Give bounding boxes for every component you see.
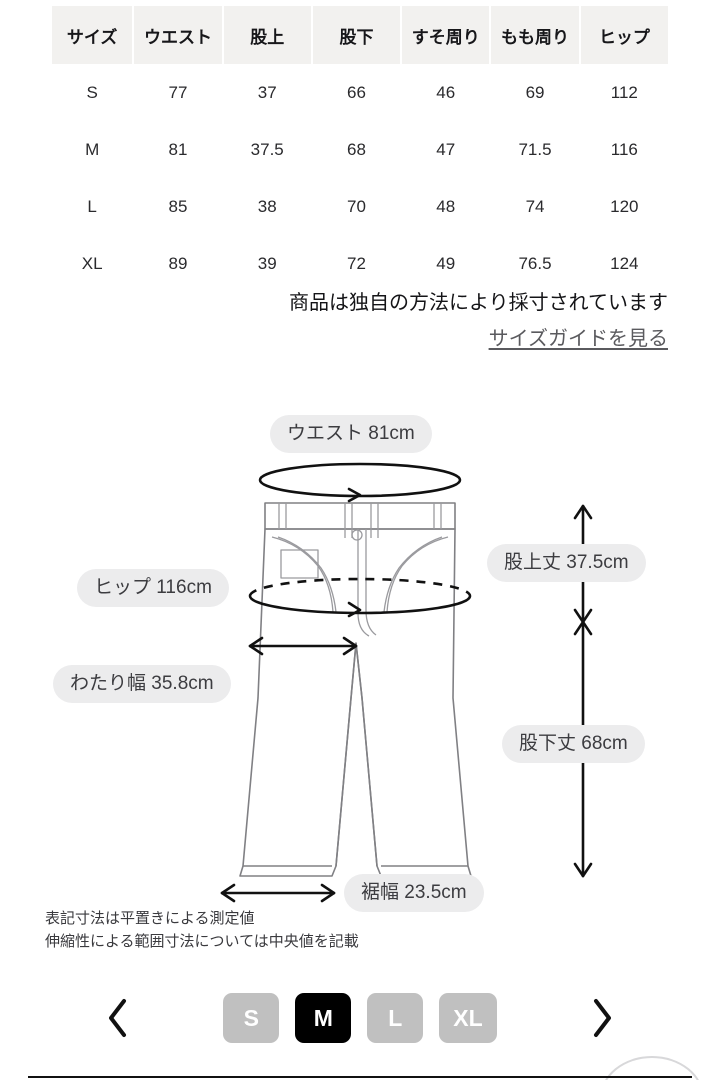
cell-inseam: 72: [312, 235, 401, 292]
inseam-right-line: [355, 642, 378, 867]
cell-hem: 47: [402, 121, 490, 178]
bottom-divider: [28, 1076, 692, 1078]
footnote-line-2: 伸縮性による範囲寸法については中央値を記載: [45, 933, 359, 950]
table-header-cell-waist: ウエスト: [134, 6, 222, 64]
thigh-width-measure-label: わたり幅 35.8cm: [53, 665, 231, 703]
size-table: サイズ ウエスト 股上 股下 すそ周り もも周り ヒップ S 77 37 66 …: [50, 6, 670, 292]
cell-rise: 37.5: [223, 121, 311, 178]
cell-hip: 120: [580, 178, 668, 235]
hip-ellipse-front: [248, 595, 472, 615]
table-row: S 77 37 66 46 69 112: [52, 64, 668, 121]
cell-thigh: 76.5: [491, 235, 579, 292]
thigh-arrowhead-left: [248, 636, 264, 656]
hip-measure-label: ヒップ 116cm: [77, 569, 229, 607]
inseam-measure-label: 股下丈 68cm: [502, 725, 645, 763]
cell-waist: 77: [134, 64, 222, 121]
waist-arrowhead: [347, 487, 362, 503]
cell-size: XL: [52, 235, 133, 292]
hem-arrowhead-right: [320, 883, 336, 903]
size-chip-xl[interactable]: XL: [439, 993, 497, 1043]
measurement-note: 商品は独自の方法により採寸されています: [289, 292, 668, 314]
table-header-cell-size: サイズ: [52, 6, 133, 64]
waist-measure-label: ウエスト 81cm: [270, 415, 432, 453]
cell-hip: 124: [580, 235, 668, 292]
size-guide-link[interactable]: サイズガイドを見る: [488, 328, 668, 350]
cell-waist: 81: [134, 121, 222, 178]
waist-button: [351, 529, 363, 541]
table-header-cell-hip: ヒップ: [580, 6, 668, 64]
pocket-right-curve: [386, 536, 449, 613]
thigh-arrowhead-right: [342, 636, 358, 656]
chevron-right-icon: [589, 997, 615, 1039]
cell-inseam: 68: [312, 121, 401, 178]
cell-hem: 49: [402, 235, 490, 292]
size-chip-s[interactable]: S: [223, 993, 280, 1043]
cell-hip: 116: [580, 121, 668, 178]
pocket-right-curve-2: [383, 536, 443, 613]
hip-ellipse-back: [248, 577, 472, 597]
pocket-left-curve-2: [277, 536, 337, 613]
table-row: XL 89 39 72 49 76.5 124: [52, 235, 668, 292]
chevron-left-icon: [105, 997, 131, 1039]
pants-illustration: [220, 462, 593, 903]
hem-arrowhead-left: [220, 883, 236, 903]
cell-rise: 39: [223, 235, 311, 292]
table-header-cell-inseam: 股下: [312, 6, 401, 64]
pants-outline: [239, 528, 472, 877]
size-selector: S M L XL: [0, 975, 720, 1061]
table-row: L 85 38 70 48 74 120: [52, 178, 668, 235]
cell-waist: 85: [134, 178, 222, 235]
cell-size: L: [52, 178, 133, 235]
cell-size: M: [52, 121, 133, 178]
table-header-row: サイズ ウエスト 股上 股下 すそ周り もも周り ヒップ: [52, 6, 668, 64]
inseam-arrowhead-bottom: [573, 862, 593, 878]
measurement-note-block: 商品は独自の方法により採寸されています サイズガイドを見る: [289, 288, 668, 354]
size-chip-l[interactable]: L: [367, 993, 424, 1043]
cell-hem: 48: [402, 178, 490, 235]
size-chip-m[interactable]: M: [295, 993, 352, 1043]
next-button[interactable]: [570, 975, 634, 1061]
waistband-shape: [264, 502, 456, 530]
measurements-table: サイズ ウエスト 股上 股下 すそ周り もも周り ヒップ S 77 37 66 …: [50, 6, 670, 292]
cell-hip: 112: [580, 64, 668, 121]
table-row: M 81 37.5 68 47 71.5 116: [52, 121, 668, 178]
table-header-cell-thigh: もも周り: [491, 6, 579, 64]
hem-width-measure-label: 裾幅 23.5cm: [344, 874, 484, 912]
cell-rise: 37: [223, 64, 311, 121]
footnotes: 表記寸法は平置きによる測定値 伸縮性による範囲寸法については中央値を記載: [45, 907, 359, 953]
cell-thigh: 74: [491, 178, 579, 235]
pants-measurement-diagram: ウエスト 81cm ヒップ 116cm わたり幅 35.8cm 股上丈 37.5…: [0, 398, 720, 918]
inseam-left-line: [335, 642, 357, 867]
cell-hem: 46: [402, 64, 490, 121]
fly-line-2: [365, 529, 377, 636]
table-body: S 77 37 66 46 69 112 M 81 37.5 68 47 71.…: [52, 64, 668, 292]
size-chip-list: S M L XL: [0, 975, 720, 1061]
cell-inseam: 70: [312, 178, 401, 235]
rise-arrowhead-top: [573, 504, 593, 520]
cell-thigh: 71.5: [491, 121, 579, 178]
cell-size: S: [52, 64, 133, 121]
table-header-cell-hem: すそ周り: [402, 6, 490, 64]
hip-arrowhead: [347, 601, 362, 618]
coin-pocket: [280, 549, 319, 579]
footnote-line-1: 表記寸法は平置きによる測定値: [45, 910, 255, 927]
bottom-notch-arc: [600, 1056, 704, 1080]
waist-ellipse: [258, 462, 462, 498]
table-header: サイズ ウエスト 股上 股下 すそ周り もも周り ヒップ: [52, 6, 668, 64]
cell-thigh: 69: [491, 64, 579, 121]
cell-inseam: 66: [312, 64, 401, 121]
inseam-arrowhead-top: [573, 620, 593, 636]
cell-rise: 38: [223, 178, 311, 235]
cell-waist: 89: [134, 235, 222, 292]
table-header-cell-rise: 股上: [223, 6, 311, 64]
rise-measure-label: 股上丈 37.5cm: [487, 544, 646, 582]
previous-button[interactable]: [86, 975, 150, 1061]
